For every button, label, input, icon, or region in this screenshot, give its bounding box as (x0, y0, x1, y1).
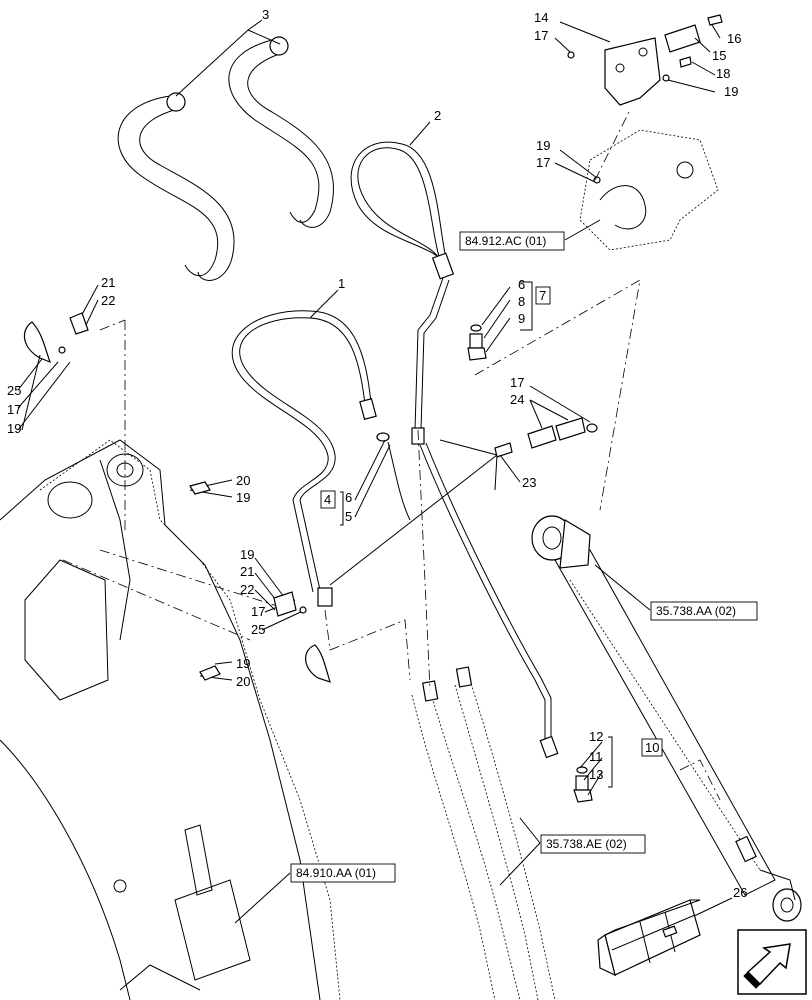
callout-19: 19 (240, 547, 254, 562)
callout-4: 4 (324, 492, 331, 507)
cylinder-hoses (411, 666, 556, 1000)
clip-25 (21, 312, 331, 683)
callout-3: 3 (262, 7, 269, 22)
callout-18: 18 (716, 66, 730, 81)
callout-17: 17 (536, 155, 550, 170)
callout-16: 16 (727, 31, 741, 46)
hose-assembly-3 (117, 36, 335, 281)
callout-22: 22 (101, 293, 115, 308)
callout-11: 11 (589, 749, 603, 764)
callout-23: 23 (522, 475, 536, 490)
callout-25: 25 (7, 383, 21, 398)
clamp-24 (494, 417, 598, 458)
callout-21: 21 (101, 275, 115, 290)
callout-15: 15 (712, 48, 726, 63)
fitting-group-7 (467, 324, 487, 361)
callout-1: 1 (338, 276, 345, 291)
callout-24: 24 (510, 392, 524, 407)
loader-arm (0, 439, 341, 1000)
callout-19: 19 (236, 490, 250, 505)
reference-35-738-aa[interactable]: 35.738.AA (02) (650, 601, 758, 621)
callout-5: 5 (345, 509, 352, 524)
callout-12: 12 (589, 729, 603, 744)
callout-19: 19 (536, 138, 550, 153)
crate-26 (597, 899, 701, 977)
callout-20: 20 (236, 473, 250, 488)
callout-26: 26 (733, 885, 747, 900)
callout-19: 19 (724, 84, 738, 99)
callout-10: 10 (645, 740, 659, 755)
hydraulic-line-1 (231, 310, 377, 607)
reference-84-912-ac[interactable]: 84.912.AC (01) (459, 231, 565, 251)
reference-84-910-aa[interactable]: 84.910.AA (01) (290, 863, 396, 883)
reference-label: 84.910.AA (01) (296, 866, 376, 880)
hydraulic-cylinder (531, 515, 802, 922)
callout-17: 17 (534, 28, 548, 43)
bracket-14 (567, 14, 723, 106)
callout-6: 6 (518, 277, 525, 292)
callout-7: 7 (539, 288, 546, 303)
callout-14: 14 (534, 10, 548, 25)
reference-label: 35.738.AE (02) (546, 837, 627, 851)
callout-2: 2 (434, 108, 441, 123)
callout-8: 8 (518, 294, 525, 309)
guide-lines (62, 109, 721, 801)
callout-25: 25 (251, 622, 265, 637)
reference-35-738-ae[interactable]: 35.738.AE (02) (540, 834, 646, 854)
callout-17: 17 (510, 375, 524, 390)
next-page-arrow-icon[interactable] (737, 929, 807, 995)
group-number-7: 7 (535, 286, 551, 305)
hose-5 (376, 432, 411, 521)
callout-19: 19 (7, 421, 21, 436)
reference-label: 35.738.AA (02) (656, 604, 736, 618)
callout-20: 20 (236, 674, 250, 689)
callout-13: 13 (589, 767, 603, 782)
callout-6: 6 (345, 490, 352, 505)
group-number-10: 10 (641, 738, 663, 757)
group-number-4: 4 (320, 490, 336, 509)
fitting-group-10 (573, 766, 593, 803)
callout-21: 21 (240, 564, 254, 579)
hydraulic-line-2 (350, 141, 559, 759)
callout-17: 17 (7, 402, 21, 417)
callout-17: 17 (251, 604, 265, 619)
mount-bracket (579, 129, 719, 251)
reference-label: 84.912.AC (01) (465, 234, 546, 248)
callout-9: 9 (518, 311, 525, 326)
leader-lines (17, 19, 733, 924)
callout-22: 22 (240, 582, 254, 597)
callout-19: 19 (236, 656, 250, 671)
callout-labels: 3 14 17 16 15 18 19 2 19 17 6 8 9 1 21 2… (7, 7, 747, 900)
